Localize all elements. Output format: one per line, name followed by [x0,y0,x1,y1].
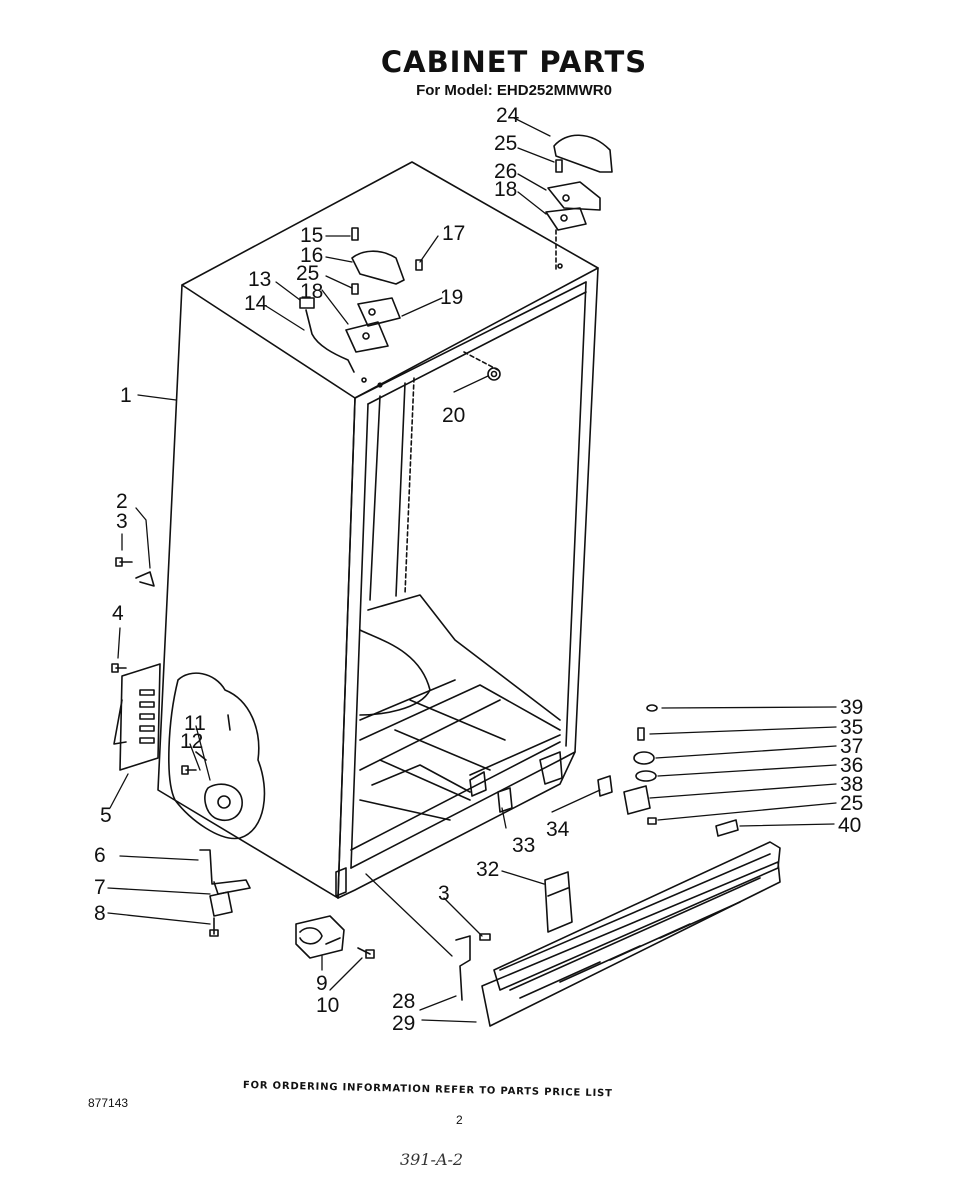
callout-label: 3 [116,510,128,533]
hinge-plate [113,663,161,771]
callout-label: 35 [840,716,863,739]
callout-label: 14 [244,292,268,315]
top-hinge-left [299,227,423,373]
small-parts-left [111,557,251,937]
callout-label: 18 [494,178,517,201]
callout-label: 33 [512,834,535,857]
callout-label: 2 [116,490,128,513]
callout-label: 3 [438,882,450,905]
callout-label: 38 [840,773,863,796]
page-title: CABINET PARTS [380,45,648,79]
callout-label: 1 [120,384,132,407]
callout-label: 19 [440,286,463,309]
callout-label: 16 [300,244,323,267]
callout-label: 7 [94,876,106,899]
callout-label: 17 [442,222,465,245]
callout-label: 40 [838,814,861,837]
handwritten-note: 391-A-2 [400,1150,464,1169]
callout-label: 39 [840,696,863,719]
callout-label: 28 [392,990,415,1013]
callout-label: 12 [180,730,203,753]
callout-label: 6 [94,844,106,867]
callout-label: 18 [300,280,323,303]
callout-label: 13 [248,268,271,291]
callout-label: 37 [840,735,863,758]
right-parts-stack [455,704,658,1001]
callout-label: 29 [392,1012,415,1035]
base-grille [481,819,781,1027]
callout-label: 20 [442,404,465,427]
diagram-part-number: 877143 [88,1096,129,1110]
model-subtitle: For Model: EHD252MMWR0 [416,82,612,99]
callout-label: 24 [496,104,520,127]
page-number: 2 [456,1113,463,1127]
callout-label: 25 [296,262,319,285]
top-hinge-right [545,134,613,231]
callout-label: 9 [316,972,328,995]
leader-lines [107,117,837,1023]
lower-hinge [295,915,375,959]
callout-label: 32 [476,858,499,881]
plug-button [487,367,501,381]
callout-label: 34 [546,818,570,841]
callout-label: 8 [94,902,106,925]
callout-label: 10 [316,994,339,1017]
callout-label: 25 [494,132,517,155]
callout-label: 36 [840,754,863,777]
callout-label: 11 [184,712,206,735]
callout-label: 4 [112,602,124,625]
callout-labels: 1 2 3 4 5 6 7 8 3 9 10 11 12 13 14 15 16… [94,104,863,1035]
callout-label: 5 [100,804,112,827]
cabinet-shell [157,161,599,899]
cutaway-panel [168,672,266,840]
callout-label: 25 [840,792,863,815]
callout-label: 26 [494,160,517,183]
callout-label: 15 [300,224,323,247]
